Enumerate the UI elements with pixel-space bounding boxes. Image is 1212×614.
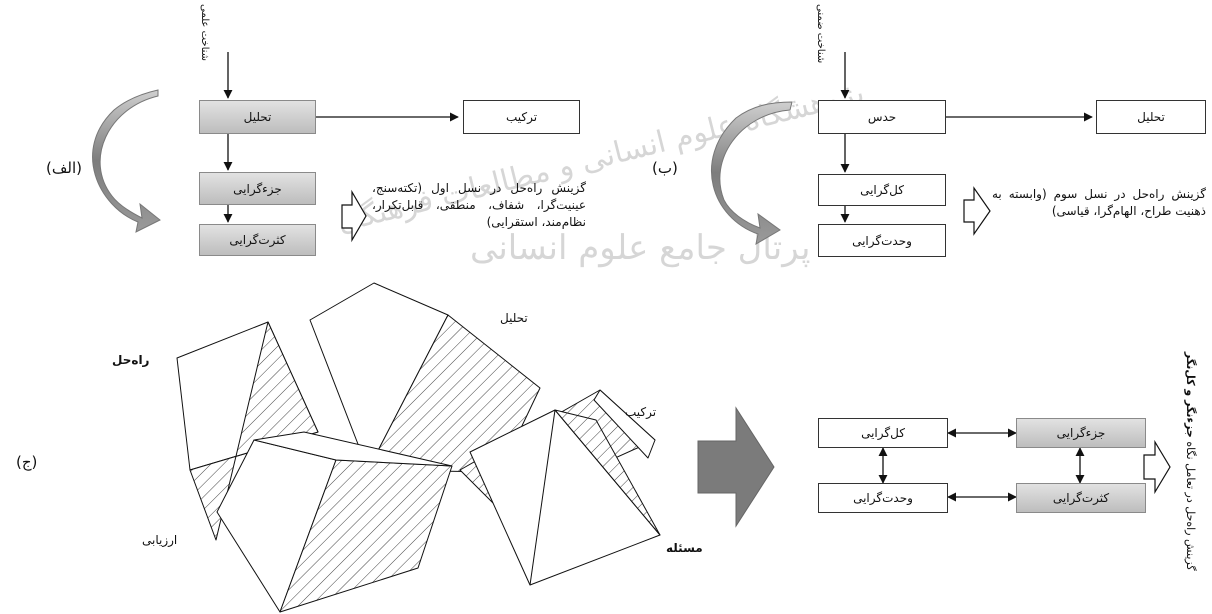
panel-c-synthesis-label: ترکیب — [625, 405, 657, 419]
panel-b-intuition-box: حدس — [818, 100, 946, 134]
panel-b-vertical-label: شناخت ضمنی — [815, 4, 826, 64]
panel-a-analysis-box: تحلیل — [199, 100, 316, 134]
panel-c-hollow-arrow — [1143, 439, 1171, 495]
panel-a-tag: (الف) — [46, 159, 82, 177]
panel-a-hollow-arrow — [341, 189, 367, 243]
panel-a-connectors — [223, 52, 459, 223]
panel-c-big-arrow — [697, 406, 775, 528]
panel-c-blocks — [176, 282, 661, 613]
panel-c-vertical-label: گزینش راه‌حل در تعامل نگاه جزءنگر و کل‌ن… — [1184, 352, 1197, 571]
panel-c-connectors — [878, 428, 1085, 502]
panel-b-curved-arrow — [711, 101, 793, 245]
panel-b-unity-box: وحدت‌گرایی — [818, 224, 946, 257]
panel-c-vertical-bold: جزءنگر و کل‌نگر — [1184, 352, 1197, 438]
panel-c-solution-label: راه‌حل — [112, 353, 150, 367]
panel-c-pluralism-box: کثرت‌گرایی — [1016, 483, 1146, 513]
watermark-line-2: پرتال جامع علوم انسانی — [470, 228, 811, 268]
panel-a-vertical-label: شناخت علمی — [199, 4, 210, 62]
panel-b-hollow-arrow — [963, 186, 991, 236]
panel-a-reductionism-box: جزءگرایی — [199, 172, 316, 205]
panel-a-curved-arrow — [92, 89, 161, 233]
panel-a-description: گزینش راه‌حل در نسل اول (تکته‌سنج، عینیت… — [372, 181, 586, 229]
panel-c-holism-box: کل‌گرایی — [818, 418, 948, 448]
panel-a-synthesis-box: ترکیب — [463, 100, 580, 134]
panel-c-tag: (ج) — [16, 453, 38, 471]
panel-c-evaluation-label: ارزیابی — [142, 533, 178, 547]
panel-c-analysis-label: تحلیل — [500, 311, 528, 325]
panel-c-unity-box: وحدت‌گرایی — [818, 483, 948, 513]
panel-b-description: گزینش راه‌حل در نسل سوم (وابسته به ذهنیت… — [992, 187, 1206, 218]
panel-b-analysis-box: تحلیل — [1096, 100, 1206, 134]
panel-c-reductionism-box: جزءگرایی — [1016, 418, 1146, 448]
panel-c-problem-label: مسئله — [666, 541, 703, 555]
panel-a-pluralism-box: کثرت‌گرایی — [199, 224, 316, 256]
panel-c-vertical-prefix: گزینش راه‌حل در تعامل نگاه — [1184, 441, 1197, 571]
panel-b-connectors — [840, 52, 1093, 223]
panel-b-tag: (ب) — [652, 159, 678, 177]
panel-b-holism-box: کل‌گرایی — [818, 174, 946, 206]
